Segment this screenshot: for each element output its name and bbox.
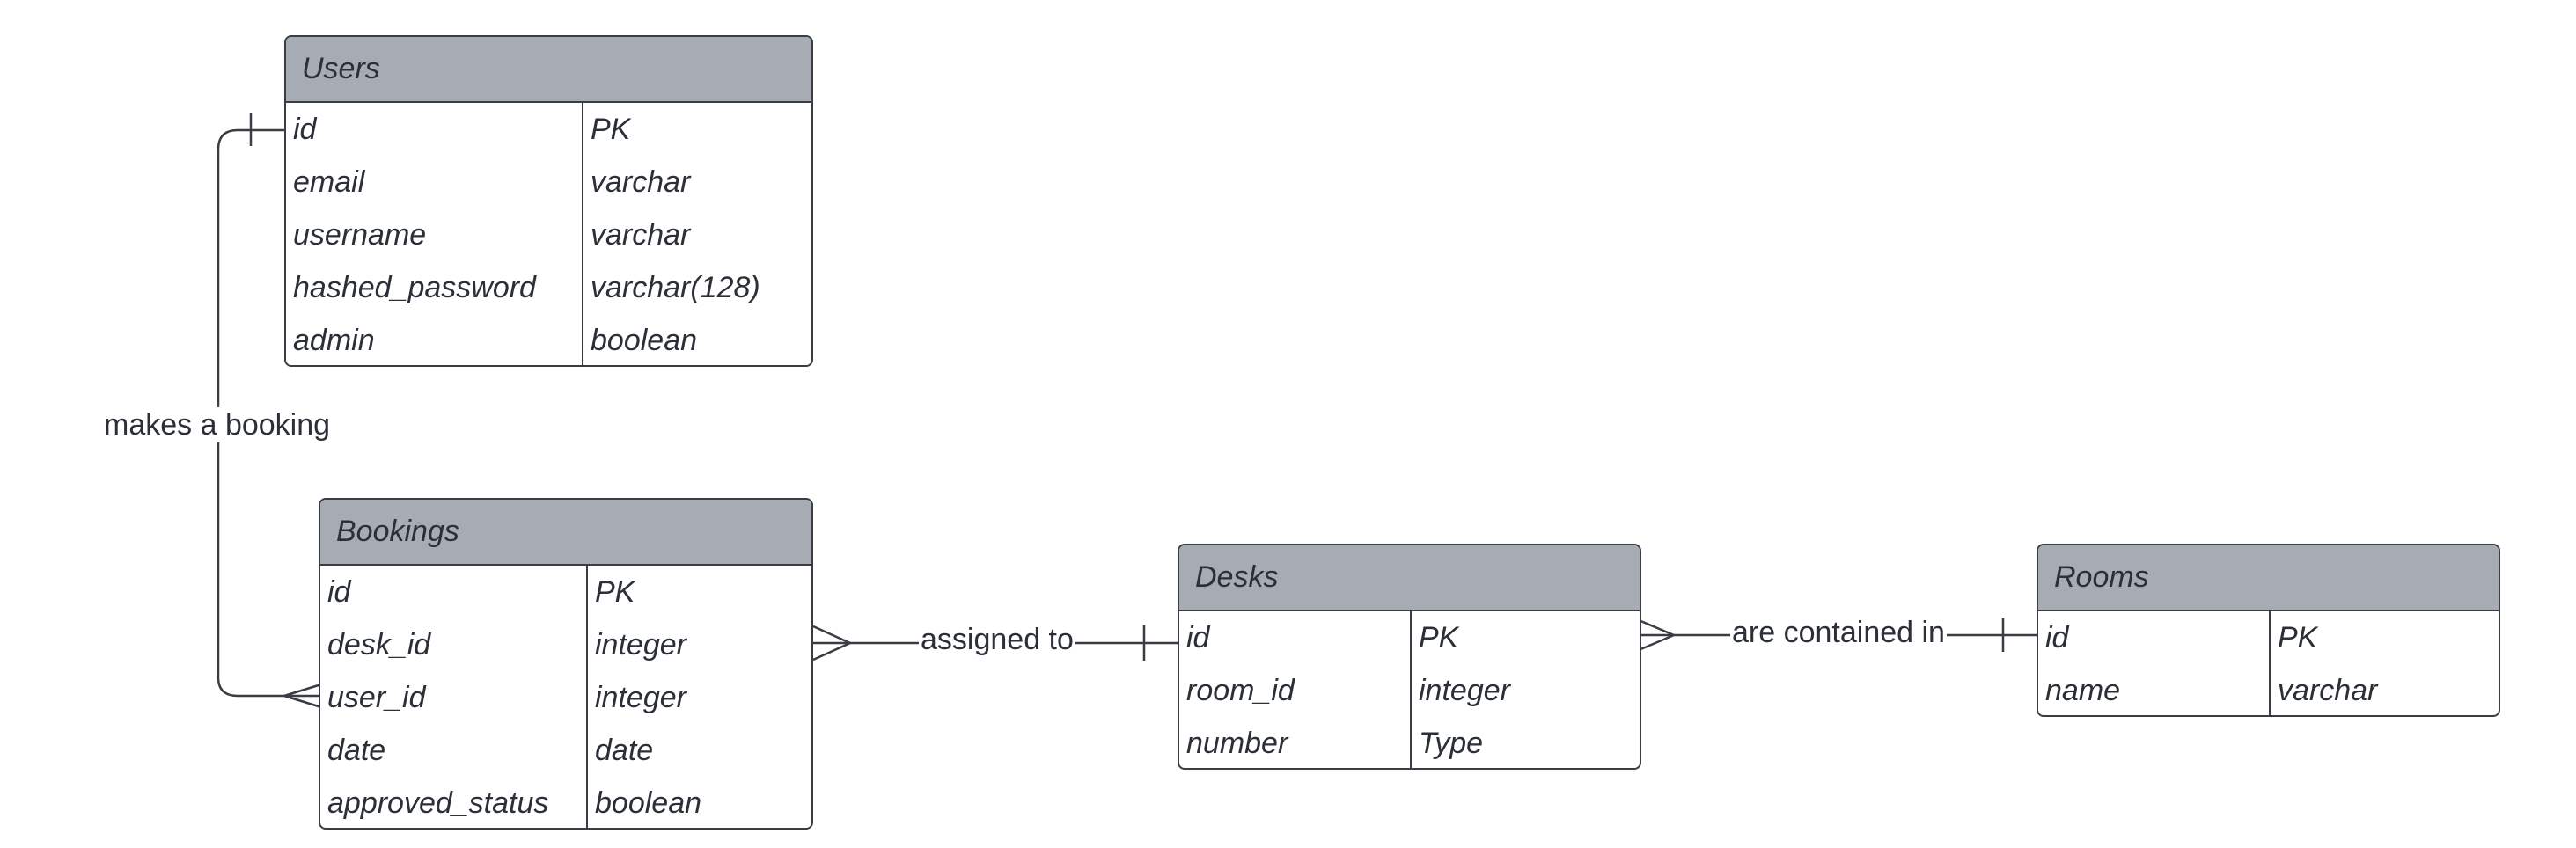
field-type: date <box>595 734 654 767</box>
table-row: approved_status boolean <box>320 777 811 828</box>
crowfoot-desks-lower <box>1638 633 1675 652</box>
entity-desks[interactable]: Desks id PK room_id integer number Type <box>1178 544 1641 770</box>
field-type: Type <box>1419 727 1484 760</box>
field-type: integer <box>595 628 686 662</box>
field-type: PK <box>595 575 635 609</box>
field-name: hashed_password <box>286 261 583 314</box>
field-type: PK <box>2278 621 2318 654</box>
field-name: date <box>320 724 588 777</box>
field-type: boolean <box>591 324 698 357</box>
table-row: user_id integer <box>320 671 811 724</box>
field-name: number <box>1179 717 1412 768</box>
field-type: varchar(128) <box>591 271 760 304</box>
table-row: email varchar <box>286 156 811 208</box>
relationship-label-makes-a-booking: makes a booking <box>102 407 333 442</box>
table-row: room_id integer <box>1179 664 1640 717</box>
table-row: id PK <box>2038 611 2499 664</box>
entity-bookings-title: Bookings <box>320 500 811 566</box>
field-name: email <box>286 156 583 208</box>
field-type: varchar <box>591 218 691 252</box>
field-name: id <box>2038 611 2271 664</box>
crowfoot-bookings-desk-upper <box>812 625 851 645</box>
relationship-label-assigned-to: assigned to <box>919 622 1075 657</box>
field-type: PK <box>1419 621 1459 654</box>
entity-rooms[interactable]: Rooms id PK name varchar <box>2037 544 2500 717</box>
table-row: name varchar <box>2038 664 2499 715</box>
entity-users-title: Users <box>286 37 811 103</box>
entity-desks-title: Desks <box>1179 545 1640 611</box>
field-name: admin <box>286 314 583 365</box>
crowfoot-bookings-user-id-upper <box>283 683 322 698</box>
field-type: integer <box>1419 674 1510 707</box>
field-name: id <box>1179 611 1412 664</box>
relationship-label-are-contained-in: are contained in <box>1730 615 1947 650</box>
field-name: user_id <box>320 671 588 724</box>
field-name: id <box>320 566 588 618</box>
field-name: name <box>2038 664 2271 715</box>
table-row: id PK <box>320 566 811 618</box>
table-row: desk_id integer <box>320 618 811 671</box>
table-row: id PK <box>286 103 811 156</box>
field-name: desk_id <box>320 618 588 671</box>
field-name: username <box>286 208 583 261</box>
table-row: number Type <box>1179 717 1640 768</box>
crowfoot-bookings-user-id-lower <box>283 694 322 709</box>
table-row: date date <box>320 724 811 777</box>
crowfoot-desks-upper <box>1638 618 1675 637</box>
field-type: varchar <box>2278 674 2378 707</box>
field-name: id <box>286 103 583 156</box>
field-type: varchar <box>591 165 691 199</box>
field-name: approved_status <box>320 777 588 828</box>
field-type: integer <box>595 681 686 714</box>
field-type: PK <box>591 113 631 146</box>
field-name: room_id <box>1179 664 1412 717</box>
crowfoot-bookings-desk-lower <box>812 641 851 662</box>
entity-rooms-title: Rooms <box>2038 545 2499 611</box>
entity-bookings[interactable]: Bookings id PK desk_id integer user_id i… <box>319 498 813 830</box>
table-row: id PK <box>1179 611 1640 664</box>
table-row: username varchar <box>286 208 811 261</box>
table-row: admin boolean <box>286 314 811 365</box>
table-row: hashed_password varchar(128) <box>286 261 811 314</box>
entity-users[interactable]: Users id PK email varchar username varch… <box>284 35 813 367</box>
field-type: boolean <box>595 786 702 820</box>
